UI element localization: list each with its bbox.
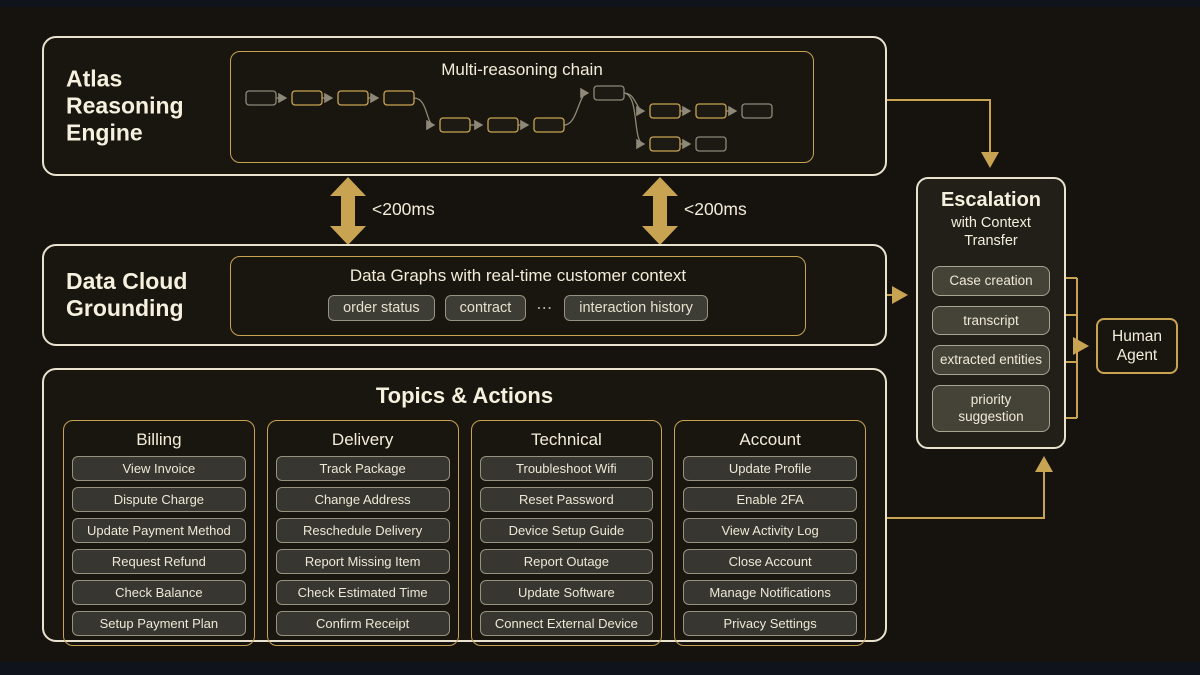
action-item: Check Estimated Time [275, 580, 450, 605]
action-item: Change Address [275, 487, 450, 512]
action-item: Dispute Charge [72, 487, 246, 512]
top-letterbox [0, 0, 1200, 7]
action-item: Reschedule Delivery [275, 518, 450, 543]
escalation-subtitle: with Context Transfer [951, 215, 1031, 250]
action-item: View Invoice [72, 456, 246, 481]
escalation-item: priority suggestion [932, 384, 1050, 432]
action-item: Check Balance [72, 580, 246, 605]
action-item: Update Profile [683, 456, 857, 481]
action-item: Update Payment Method [72, 518, 246, 543]
chain-arrows [276, 87, 738, 150]
topic-column-delivery: Delivery Track Package Change Address Re… [266, 420, 459, 646]
atlas-reasoning-engine-box: Atlas Reasoning Engine Multi-reasoning c… [42, 36, 887, 176]
atlas-title: Atlas Reasoning Engine [66, 65, 184, 146]
column-title: Billing [136, 430, 182, 449]
escalation-box: Escalation with Context Transfer Case cr… [916, 177, 1066, 449]
data-cloud-title: Data Cloud Grounding [66, 267, 188, 321]
column-title: Technical [530, 430, 602, 449]
chain-nodes [245, 85, 773, 152]
bidirectional-arrow-icon-right [642, 177, 678, 245]
action-item: Connect External Device [479, 611, 654, 636]
action-item: Device Setup Guide [479, 518, 654, 543]
action-item: Confirm Receipt [275, 611, 450, 636]
data-graphs-box: Data Graphs with real-time customer cont… [230, 256, 806, 336]
topics-to-escalation-connector [887, 456, 1053, 519]
escalation-title: Escalation [940, 189, 1042, 211]
escalation-item: extracted entities [932, 345, 1050, 375]
action-item: Reset Password [479, 487, 654, 512]
action-item: View Activity Log [683, 518, 857, 543]
context-pill: interaction history [564, 295, 708, 321]
context-pill: contract [444, 295, 527, 321]
action-item: Setup Payment Plan [72, 611, 246, 636]
action-item: Troubleshoot Wifi [479, 456, 654, 481]
human-agent-box: Human Agent [1096, 318, 1178, 374]
topics-title: Topics & Actions [375, 383, 554, 408]
bottom-letterbox [0, 662, 1200, 675]
multi-reasoning-chain-box: Multi-reasoning chain [230, 51, 814, 163]
action-item: Enable 2FA [683, 487, 857, 512]
column-title: Account [739, 430, 801, 449]
topic-column-billing: Billing View Invoice Dispute Charge Upda… [63, 420, 255, 646]
action-item: Manage Notifications [683, 580, 857, 605]
human-agent-label: Human Agent [1112, 327, 1162, 364]
action-item: Request Refund [72, 549, 246, 574]
chain-title: Multi-reasoning chain [441, 60, 603, 79]
escalation-item: Case creation [932, 266, 1050, 296]
action-item: Privacy Settings [683, 611, 857, 636]
data-graphs-heading: Data Graphs with real-time customer cont… [349, 266, 687, 285]
action-item: Report Outage [479, 549, 654, 574]
data-cloud-grounding-box: Data Cloud Grounding Data Graphs with re… [42, 244, 887, 346]
latency-label-left: <200ms [372, 199, 435, 219]
reasoning-chain-graphic [245, 85, 773, 152]
column-title: Delivery [331, 430, 394, 449]
action-item: Report Missing Item [275, 549, 450, 574]
context-pill-row: order status contract ⋯ interaction hist… [231, 295, 805, 321]
atlas-to-escalation-connector [887, 99, 999, 168]
action-item: Track Package [275, 456, 450, 481]
action-item: Close Account [683, 549, 857, 574]
topic-columns: Billing View Invoice Dispute Charge Upda… [44, 420, 885, 646]
context-pill: order status [328, 295, 435, 321]
topic-column-technical: Technical Troubleshoot Wifi Reset Passwo… [470, 420, 663, 646]
bidirectional-arrow-icon-left [330, 177, 366, 245]
escalation-output-bracket [1066, 277, 1078, 419]
topics-actions-box: Topics & Actions Billing View Invoice Di… [42, 368, 887, 646]
topic-column-account: Account Update Profile Enable 2FA View A… [674, 420, 866, 646]
action-item: Update Software [479, 580, 654, 605]
escalation-item: transcript [932, 305, 1050, 336]
ellipsis-icon: ⋯ [536, 300, 555, 317]
latency-label-right: <200ms [684, 199, 747, 219]
